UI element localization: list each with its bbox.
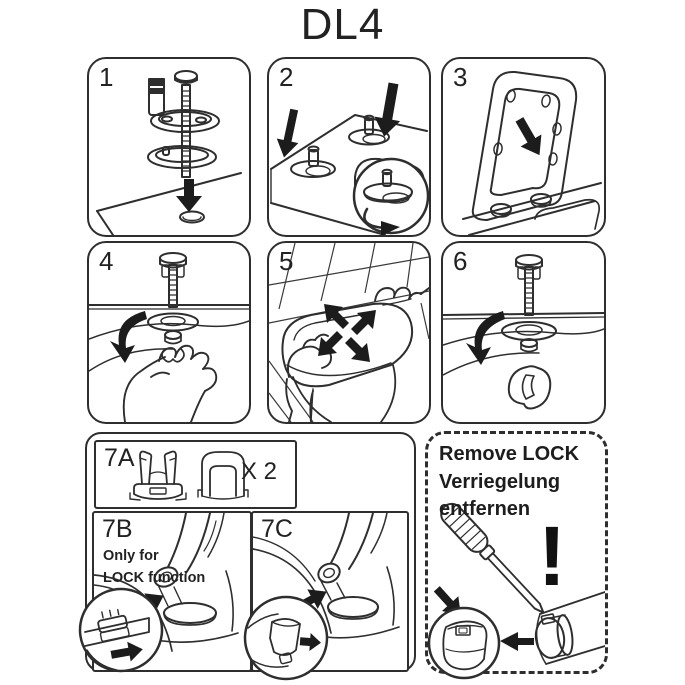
hinge-arm xyxy=(153,513,225,588)
step-number: 6 xyxy=(453,246,468,276)
seat-mounting-illustration xyxy=(462,70,602,235)
lock-parts-illustration xyxy=(129,450,249,501)
lock-clip-part xyxy=(129,450,187,501)
remove-lock-illustration xyxy=(433,502,605,665)
clip-detail-inset xyxy=(78,587,164,673)
hand-left xyxy=(285,333,333,422)
lock-clip-side xyxy=(97,608,130,642)
step-number: 2 xyxy=(279,62,294,92)
fixing-disc-left xyxy=(290,145,336,178)
lock-note: Only for LOCK function xyxy=(103,548,206,587)
hinge-arm xyxy=(317,513,388,584)
washer-and-nut xyxy=(147,312,199,363)
down-arrow-icon xyxy=(276,108,299,158)
step-number: 3 xyxy=(453,62,468,92)
step-number: 1 xyxy=(99,62,114,92)
remove-lock-text: Remove LOCK Verriegelung entfernen xyxy=(439,443,580,521)
down-arrow-icon xyxy=(176,179,202,212)
page-title: DL4 xyxy=(300,0,385,49)
seat-bolt xyxy=(515,254,543,316)
rotate-arrow-icon xyxy=(110,311,147,363)
ceramic-surface xyxy=(96,172,242,235)
lock-cap-part xyxy=(197,451,249,500)
step-panel-6: 6 xyxy=(441,241,606,424)
down-arrow-icon xyxy=(515,117,542,156)
step-panel-3: 3 xyxy=(441,57,606,237)
exclamation-icon: ! xyxy=(538,509,566,603)
remove-arrow-icon xyxy=(500,632,534,651)
washer-and-nut xyxy=(501,321,557,353)
hand-right xyxy=(374,286,429,306)
ceramic-rim xyxy=(89,304,249,372)
position-adjust-illustration xyxy=(269,243,429,422)
hinge-cap-side xyxy=(534,613,574,659)
step-number: 7A xyxy=(104,444,135,472)
rotate-arrow-icon xyxy=(363,207,387,230)
bolt-assembly-illustration xyxy=(96,70,242,235)
toilet-bowl xyxy=(462,182,602,235)
anchor-sleeve xyxy=(148,78,165,116)
seat-bolt xyxy=(159,252,187,308)
step-panel-5: 5 xyxy=(267,241,431,424)
parts-box-7a: 7A X 2 xyxy=(94,440,297,509)
step-number: 4 xyxy=(99,246,114,276)
ceramic-rim xyxy=(443,312,604,376)
push-arrow-icon xyxy=(299,633,321,651)
remove-lock-panel: Remove LOCK Verriegelung entfernen ! xyxy=(425,431,608,680)
fixing-disc-right xyxy=(348,114,390,146)
hand xyxy=(122,344,218,422)
push-arrow-icon xyxy=(110,641,143,662)
hand-tighten-illustration xyxy=(89,252,249,422)
step-panel-7: 7A X 2 xyxy=(78,432,416,681)
step-number: 5 xyxy=(279,246,294,276)
step-panel-2: 2 xyxy=(267,57,431,237)
down-arrow-icon xyxy=(374,82,401,137)
toilet-lid-open xyxy=(471,70,578,221)
adjust-arrows-icon xyxy=(318,304,376,362)
toilet-lid-closed xyxy=(281,302,413,422)
tile-wall xyxy=(269,243,429,422)
wing-nut-illustration xyxy=(443,254,604,410)
rotation-inset xyxy=(352,157,429,235)
cap-removal-inset xyxy=(427,606,501,680)
washer-disc-upper xyxy=(150,109,220,133)
washer-disc-lower xyxy=(147,145,217,169)
step-number: 7B xyxy=(102,515,133,543)
wing-nut xyxy=(507,365,552,410)
step-number: 7C xyxy=(261,515,293,543)
lock-cap-3q xyxy=(442,620,488,671)
hinge-base xyxy=(141,570,239,643)
step-panel-1: 1 xyxy=(87,57,251,237)
cap-detail-inset xyxy=(243,595,329,681)
quantity-label: X 2 xyxy=(240,458,277,485)
rotate-arrow-icon xyxy=(466,311,505,365)
discs-on-pan-illustration xyxy=(270,82,429,235)
lock-cap-side xyxy=(269,618,301,665)
step-panel-4: 4 xyxy=(87,241,251,424)
